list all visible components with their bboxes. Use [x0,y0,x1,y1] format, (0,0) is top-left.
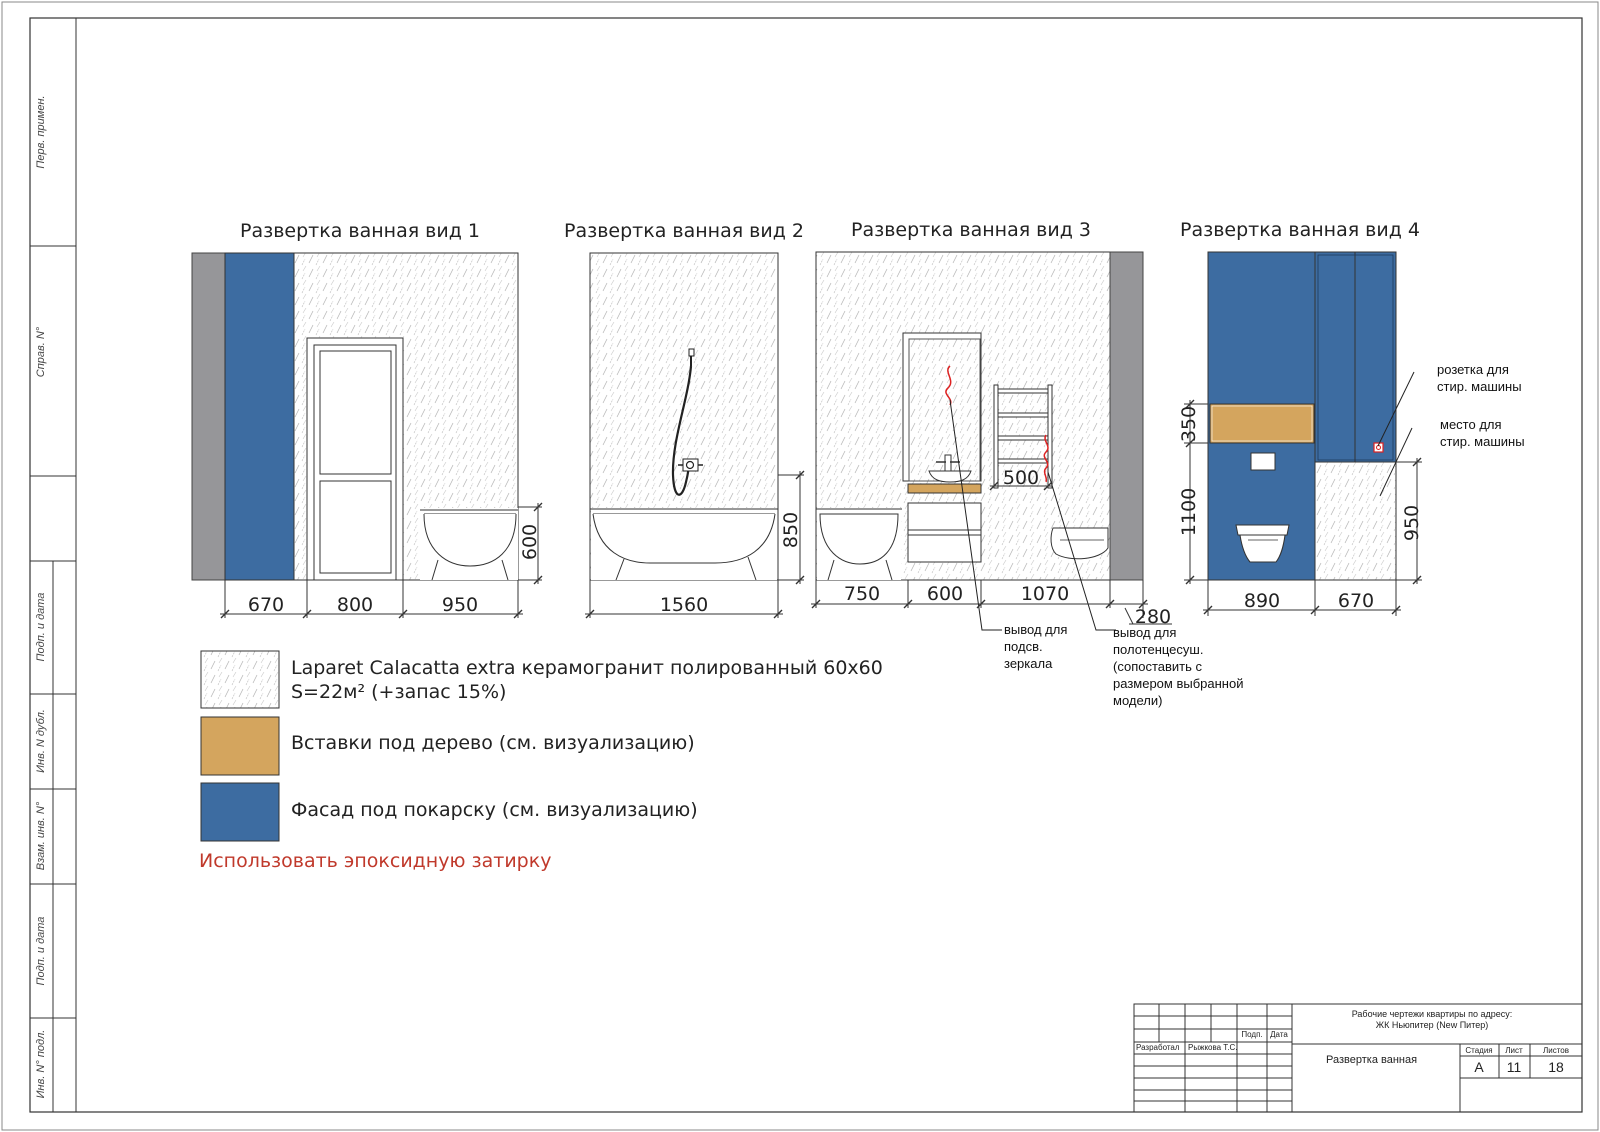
view-1: Развертка ванная вид 1 [191,220,543,619]
side-label-vzam: Взам. инв. N° [35,801,47,870]
side-label-inv-dubl: Инв. N дубл. [35,709,47,773]
side-label-sprav: Справ. N° [35,326,47,377]
view-1-dim-800: 800 [337,594,373,616]
view-2-dim-1560: 1560 [660,594,708,616]
towel-rail [993,384,1053,489]
view-3: Развертка ванная вид 3 [811,219,1243,708]
svg-text:подсв.: подсв. [1004,639,1043,654]
mirror-cabinet [902,332,982,482]
stamp-sheets: 18 [1548,1059,1564,1075]
wood-countertop [907,483,982,494]
view-1-dim-670: 670 [248,594,284,616]
svg-text:размером выбранной: размером выбранной [1113,676,1243,691]
stamp-sheet: 11 [1507,1059,1522,1075]
legend-tile-line2: S=22м² (+запас 15%) [291,681,506,703]
side-label-perv: Перв. примен. [35,95,47,168]
leader-lines [949,399,1116,631]
note-washer-place: место для стир. машины [1440,417,1525,449]
wall-grey [1109,251,1144,581]
view-1-dimensions [220,502,543,619]
legend-facade: Фасад под покарску (см. визуализацию) [291,799,698,821]
toilet-front [1235,524,1290,563]
view-4: Развертка ванная вид 4 [1178,219,1525,616]
legend-swatch-wood [200,716,280,776]
wood-shelf [1209,403,1315,444]
stamp-stage: А [1474,1059,1484,1075]
note-socket: розетка для стир. машины [1437,362,1522,394]
stamp-col-podp: Подп. [1241,1030,1262,1039]
svg-text:место для: место для [1440,417,1502,432]
svg-text:зеркала: зеркала [1004,656,1053,671]
view-2: Развертка ванная вид 2 [564,220,805,619]
stamp-sheet-title: Развертка ванная [1326,1054,1417,1066]
side-label-podp-1: Подп. и дата [35,593,47,662]
view-3-dim-1070: 1070 [1021,583,1069,605]
legend-note-epoxy: Использовать эпоксидную затирку [199,850,551,872]
legend-swatch-facade [200,782,280,842]
facade-panel [224,252,295,581]
cabinet-inner-frame [1317,254,1394,461]
view-1-title: Развертка ванная вид 1 [240,220,480,242]
view-3-dim-600: 600 [927,583,963,605]
svg-text:розетка для: розетка для [1437,362,1509,377]
legend-tile-line1: Laparet Calacatta extra керамогранит пол… [291,657,883,679]
note-mirror-outlet: вывод для подсв. зеркала [1004,622,1067,671]
stamp-sheet-label: Лист [1505,1046,1523,1055]
stamp-stage-label: Стадия [1465,1046,1492,1055]
view-3-dimensions [811,470,1172,625]
door [306,337,404,581]
stamp-project-line2: ЖК Ньюпитер (New Питер) [1376,1020,1488,1030]
view-1-height-600: 600 [519,524,541,560]
svg-text:вывод для: вывод для [1113,625,1176,640]
wood-shelf-inner [1211,405,1313,442]
flush-button [1250,452,1276,471]
view-3-dim-750: 750 [844,583,880,605]
view-3-title: Развертка ванная вид 3 [851,219,1091,241]
svg-text:полотенцесуш.: полотенцесуш. [1113,642,1203,657]
view-3-dim-500: 500 [1003,467,1039,489]
bathtub-side [816,508,902,581]
view-4-height-350: 350 [1178,406,1200,442]
vanity-cabinet [907,502,982,563]
view-2-dimensions [585,470,805,619]
stamp-col-data: Дата [1270,1030,1288,1039]
wall-grey [191,252,226,581]
view-4-height-950: 950 [1401,505,1423,541]
svg-text:(сопоставить с: (сопоставить с [1113,659,1203,674]
stamp-project-line1: Рабочие чертежи квартиры по адресу: [1352,1009,1513,1019]
side-label-podp-2: Подп. и дата [35,917,47,986]
svg-text:вывод для: вывод для [1004,622,1067,637]
svg-text:стир. машины: стир. машины [1440,434,1525,449]
view-4-dim-890: 890 [1244,590,1280,612]
view-3-dim-280: 280 [1135,606,1171,628]
inner-frame [29,17,1583,1113]
view-4-dimensions [1184,399,1422,616]
svg-text:модели): модели) [1113,693,1162,708]
shower-set [671,348,703,496]
view-2-title: Развертка ванная вид 2 [564,220,804,242]
view-4-height-1100: 1100 [1178,488,1200,536]
bathtub-side [420,508,518,581]
wall-hung-toilet [1050,527,1109,560]
legend-swatch-tile [200,650,280,709]
legend-wood: Вставки под дерево (см. визуализацию) [291,732,695,754]
bathtub [590,508,778,581]
tile-area [1314,461,1397,581]
stamp-name: Рыжкова Т.С. [1188,1043,1238,1052]
legend: Laparet Calacatta extra керамогранит пол… [199,650,883,872]
note-towel-rail-outlet: вывод для полотенцесуш. (сопоставить с р… [1113,625,1243,708]
view-1-dim-950: 950 [442,594,478,616]
view-2-height-850: 850 [780,512,802,548]
svg-text:стир. машины: стир. машины [1437,379,1522,394]
side-label-inv-podl: Инв. N° подл. [35,1030,47,1099]
stamp-role: Разработал [1136,1043,1180,1052]
view-4-title: Развертка ванная вид 4 [1180,219,1420,241]
title-block [1133,1003,1583,1113]
side-strip: Перв. примен. Справ. N° Подп. и дата Инв… [30,18,77,1112]
view-4-dim-670: 670 [1338,590,1374,612]
stamp-sheets-label: Листов [1543,1046,1569,1055]
